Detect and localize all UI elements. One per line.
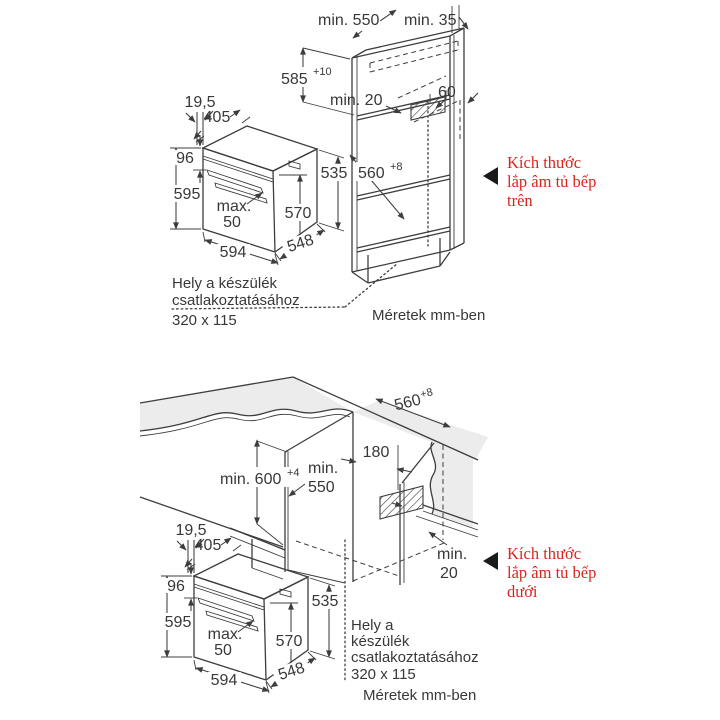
bottom-connection-note: Hely a készülék csatlakoztatásához 320 x… xyxy=(351,617,479,683)
left-arrow-icon xyxy=(483,552,498,570)
bottom-diagram: 560 +8 180 min. 550 min. 600 +4 min. 20 … xyxy=(139,376,596,704)
dim-min20-word-label: min. xyxy=(437,546,467,563)
dim-width-label: 594 xyxy=(220,244,247,261)
dim-door-value-label: 50 xyxy=(223,214,241,231)
top-cabinet-drawing xyxy=(351,27,465,284)
bottom-callout: Kích thước lắp âm tủ bếp dưới xyxy=(483,544,596,601)
dim-depth560-label: 560 xyxy=(358,165,385,182)
connection-note-line1: Hely a készülék xyxy=(172,275,278,292)
top-oven-drawing: 19,5 405 96 595 max. 50 570 535 594 548 xyxy=(170,94,350,265)
dim-min35-label: min. 35 xyxy=(404,12,457,29)
dim-vent60-label: 60 xyxy=(438,84,456,101)
connection-note-line3: csatlakoztatásához xyxy=(351,649,479,666)
dim-door-value-label: 50 xyxy=(214,642,232,659)
dim-frame-label: 19,5 xyxy=(184,94,215,111)
connection-note-line3: 320 x 115 xyxy=(172,312,237,329)
top-callout: Kích thước lắp âm tủ bếp trên xyxy=(483,153,596,210)
bottom-units-note: Méretek mm-ben xyxy=(363,687,476,704)
bottom-oven-drawing: 19,5 405 96 595 max. 50 570 535 594 548 xyxy=(161,522,341,693)
bottom-callout-line3: dưới xyxy=(507,582,538,601)
dim-min20-value-label: 20 xyxy=(440,565,458,582)
bottom-callout-line2: lắp âm tủ bếp xyxy=(507,563,596,582)
dim-niche-depth-tolerance: +8 xyxy=(419,386,434,401)
dim-depth560-tolerance: +8 xyxy=(390,161,403,173)
connection-note-line4: 320 x 115 xyxy=(351,666,416,683)
dim-niche-height-label: 585 xyxy=(281,71,308,88)
vent-hatch-bottom xyxy=(379,485,424,520)
dim-min600-tolerance: +4 xyxy=(287,467,300,479)
dim-door-max-label: max. xyxy=(208,626,243,643)
connection-note-line1: Hely a xyxy=(351,617,394,634)
dim-inner-height-label: 570 xyxy=(285,205,312,222)
dim-back-height-label: 535 xyxy=(312,593,339,610)
dim-top-depth-label: 405 xyxy=(195,537,222,554)
dim-frame-label: 19,5 xyxy=(175,522,206,539)
dim-min-word-label: min. xyxy=(308,460,338,477)
dim-height-label: 595 xyxy=(174,186,201,203)
dim-depth-label: 548 xyxy=(276,659,307,683)
connection-note-line2: csatlakoztatásához xyxy=(172,292,300,309)
dim-panel-height-label: 96 xyxy=(167,578,185,595)
dim-niche-depth-label: 560 xyxy=(393,391,423,414)
dim-depth-label: 548 xyxy=(285,231,316,255)
top-callout-line3: trên xyxy=(507,191,533,210)
bottom-dimensions: 560 +8 180 min. 550 min. 600 +4 min. 20 xyxy=(218,386,467,582)
top-callout-line2: lắp âm tủ bếp xyxy=(507,172,596,191)
bottom-callout-line1: Kích thước xyxy=(507,544,581,563)
dim-min550-label: min. 550 xyxy=(318,12,379,29)
top-cabinet-dimensions: min. 550 min. 35 585 +10 min. 20 60 560 … xyxy=(279,5,479,220)
dim-niche-height-tolerance: +10 xyxy=(313,66,332,78)
dim-min20-label: min. 20 xyxy=(330,92,383,109)
dim-width-label: 594 xyxy=(211,672,238,689)
top-callout-line1: Kích thước xyxy=(507,153,581,172)
left-arrow-icon xyxy=(483,167,498,185)
dim-top-depth-label: 405 xyxy=(204,109,231,126)
dim-panel-height-label: 96 xyxy=(176,150,194,167)
top-diagram: min. 550 min. 35 585 +10 min. 20 60 560 … xyxy=(170,5,596,329)
top-units-note: Méretek mm-ben xyxy=(372,307,485,324)
dim-back-height-label: 535 xyxy=(321,165,348,182)
connection-note-line2: készülék xyxy=(351,633,410,650)
dim-550-label: 550 xyxy=(308,479,335,496)
dim-door-max-label: max. xyxy=(217,198,252,215)
dim-gap180-label: 180 xyxy=(363,444,390,461)
top-connection-note: Hely a készülék csatlakoztatásához 320 x… xyxy=(171,262,399,329)
dim-height-label: 595 xyxy=(165,614,192,631)
dim-min600-label: min. 600 xyxy=(220,471,281,488)
dim-inner-height-label: 570 xyxy=(276,633,303,650)
